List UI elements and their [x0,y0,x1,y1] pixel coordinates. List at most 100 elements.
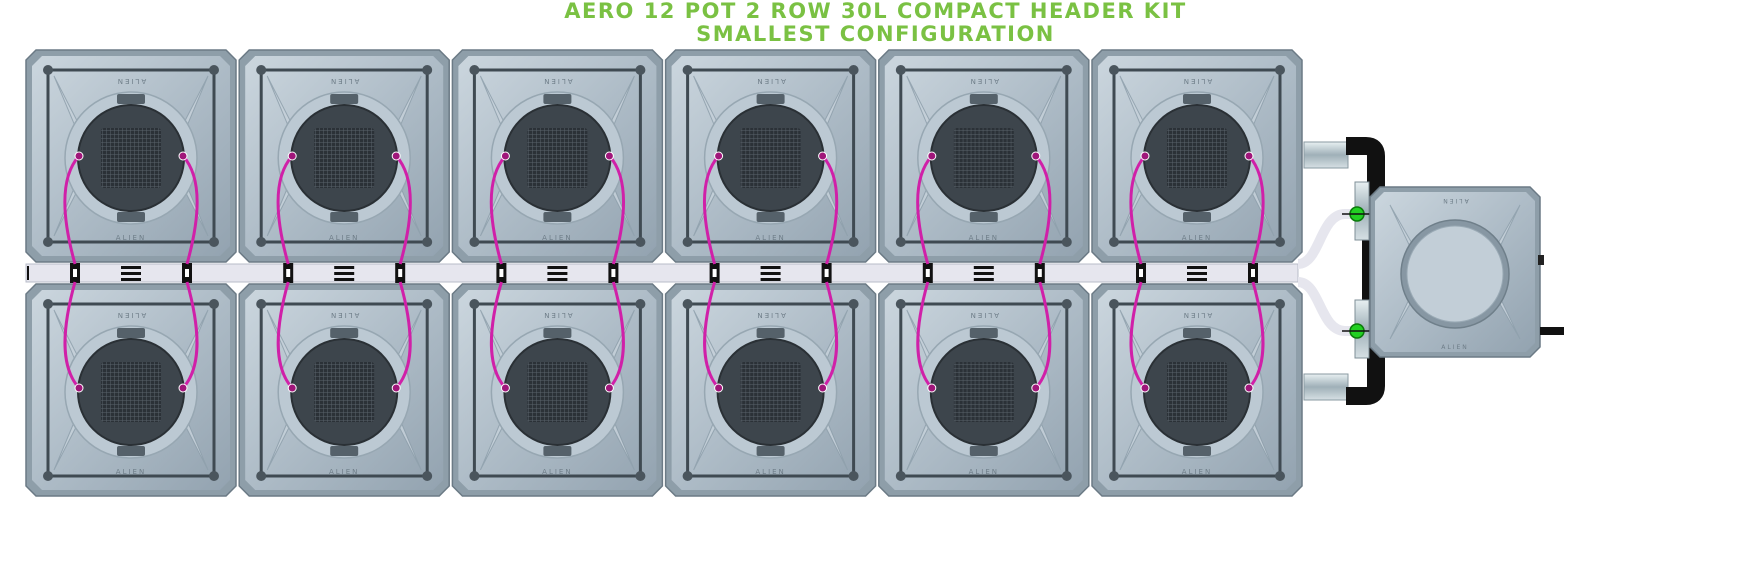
pot-tab [1183,446,1211,456]
pot-brand-text: ALIEN [1182,311,1212,319]
pot-corner-clip [682,237,693,247]
pot-brand-text: ALIEN [542,234,572,242]
manifold-layer [25,209,1372,336]
pot-brand-text: ALIEN [329,311,359,319]
header-tank-lid [1406,225,1504,323]
pot-corner-clip [469,471,480,481]
tube-nozzle [178,151,188,161]
return-pipe-upper [1346,137,1385,200]
tubes-layer [63,151,1265,393]
pot-mesh [101,362,161,422]
manifold-joiner-mark [334,272,355,275]
manifold-joiner-mark [760,278,781,281]
tube-fitting-core [1037,269,1042,277]
pot-brand-text: ALIEN [969,77,999,85]
pot-tab [969,446,998,456]
pot-frame [472,302,642,478]
pot-tab [117,94,145,104]
pot-corner-clip [469,237,480,247]
pot-brand-text: ALIEN [116,468,146,476]
pot: ALIEN ALIEN [878,49,1090,263]
feed-tube [608,154,625,265]
pot-brand-text: ALIEN [542,468,572,476]
pots-layer: ALIEN ALIEN ALIEN ALIEN ALIEN ALIEN ALIEN ALIEN… [25,49,1303,497]
feed-tube [63,281,81,390]
pot: ALIEN ALIEN [1091,49,1303,263]
header-tank-outlet [1540,327,1564,335]
manifold-pipe [25,263,1299,283]
pot-frame [46,68,216,244]
pot-corner-clip [1061,299,1072,309]
header-tank-brand-text: ALIEN [1441,197,1469,204]
manifold-joiner-mark [973,278,994,281]
pot: ALIEN ALIEN [238,49,450,263]
tube-nozzle [604,151,614,161]
manifold-joiner-mark [1187,278,1207,281]
pot-mesh [740,362,801,422]
pot-corner-clip [682,299,693,309]
tube-nozzle [500,151,510,161]
pot: ALIEN ALIEN [238,283,450,497]
pot-corner-clip [256,299,267,309]
pot-mesh [314,362,375,422]
manifold-joiner-mark [760,266,781,269]
tube-nozzle [1140,151,1150,161]
tube-nozzle [1244,151,1254,161]
pot-corner-clip [848,471,859,481]
pot-brand-text: ALIEN [329,77,359,85]
pot-mesh [527,362,588,422]
pot-mesh [314,128,375,188]
feed-tube [395,281,412,390]
feed-tube [1034,154,1052,265]
manifold-joiner-mark [334,278,355,281]
feed-tube [1129,281,1147,390]
pot-corner-clip [635,65,646,75]
pot-tab [330,446,359,456]
pot-tab [756,212,785,222]
pot-corner-clip [895,299,906,309]
pot-corner-clip [635,471,646,481]
pot-tab [330,212,359,222]
return-stub-lower [1303,373,1349,401]
pot-brand-text: ALIEN [116,77,146,85]
pot-corner-clip [848,237,859,247]
pot-corner-clip [635,237,646,247]
pot-frame [686,302,856,478]
pot-brand-text: ALIEN [329,234,359,242]
pot-brand-text: ALIEN [1182,77,1212,85]
pot-mesh [1167,128,1227,188]
pot-tab [330,328,359,338]
pot-brand-text: ALIEN [116,311,146,319]
pot-corner-clip [635,299,646,309]
pot-frame [899,68,1069,244]
title-line-2: SMALLEST CONFIGURATION [696,22,1055,46]
tube-nozzle [927,383,937,393]
tube-fitting-core [712,269,717,277]
pot-tab [969,212,998,222]
pot-tab [969,94,998,104]
tube-nozzle [818,383,828,393]
return-stub-upper [1303,141,1349,169]
pot-corner-clip [1275,471,1285,481]
feed-tube [703,281,720,390]
pot-brand-text: ALIEN [329,468,359,476]
pot-corner-clip [1275,65,1285,75]
manifold-joiner-mark [973,266,994,269]
pot-tab [756,328,785,338]
tube-nozzle [714,383,724,393]
manifold-joiner-mark [973,272,994,275]
tube-nozzle [714,151,724,161]
pot-mesh [953,128,1014,188]
diagram-title: AERO 12 POT 2 ROW 30L COMPACT HEADER KIT… [0,0,1751,46]
pot-brand-text: ALIEN [1182,234,1212,242]
pot-brand-text: ALIEN [969,234,999,242]
tube-nozzle [391,151,401,161]
pot-brand-text: ALIEN [969,468,999,476]
pot-corner-clip [422,237,433,247]
manifold-joiner-mark [334,266,355,269]
pot-frame [1112,302,1282,478]
